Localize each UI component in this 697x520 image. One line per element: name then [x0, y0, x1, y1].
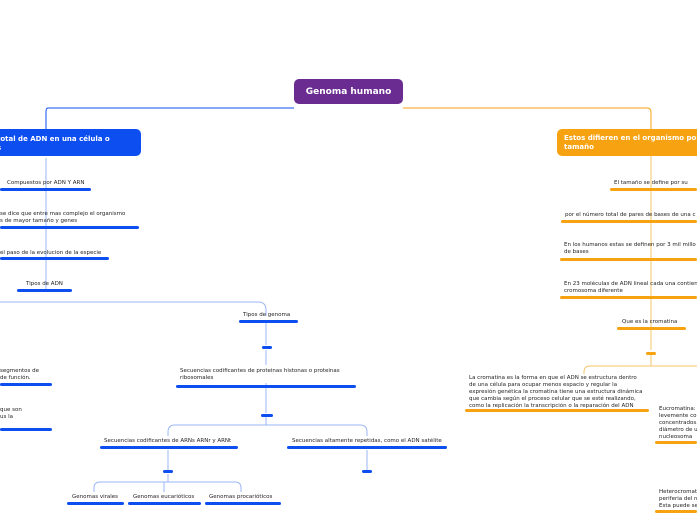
- collapse-handle[interactable]: [261, 414, 273, 417]
- subtopic-compuestos[interactable]: Compuestos por ADN Y ARN: [7, 180, 85, 186]
- subtopic-underline: [205, 502, 281, 505]
- subtopic-secuencias-arns[interactable]: Secuencias codificantes de ARNs ARNr y A…: [104, 438, 232, 444]
- subtopic-cromatina-definicion[interactable]: La cromatina es la forma en que el ADN s…: [469, 375, 643, 409]
- main-topic-left[interactable]: total de ADN en una célula o s: [0, 129, 141, 156]
- subtopic-genomas-virales[interactable]: Genomas virales: [72, 494, 119, 500]
- subtopic-23-moleculas[interactable]: En 23 moléculas de ADN lineal cada una c…: [564, 281, 697, 294]
- subtopic-underline: [0, 383, 52, 386]
- subtopic-que-es-cromatina[interactable]: Que es la cromatina: [622, 319, 678, 325]
- subtopic-evolucion[interactable]: el paso de la evolucion de la especie: [0, 250, 102, 256]
- subtopic-underline: [239, 320, 298, 323]
- subtopic-secuencias-proteinas[interactable]: Secuencias codificantes de proteinas his…: [180, 368, 340, 381]
- subtopic-genomas-procarioticos[interactable]: Genomas procarióticos: [209, 494, 273, 500]
- subtopic-underline: [655, 510, 697, 513]
- main-topic-right[interactable]: Estos difieren en el organismo por tamañ…: [557, 129, 697, 156]
- subtopic-humanos-millones[interactable]: En los humanos estas se definen por 3 mi…: [564, 242, 696, 255]
- subtopic-que-son[interactable]: que son us la: [0, 407, 22, 420]
- subtopic-tipos-genoma[interactable]: Tipos de genoma: [243, 312, 291, 318]
- main-topic-right-label: Estos difieren en el organismo por tamañ…: [564, 134, 697, 151]
- subtopic-underline: [560, 296, 697, 299]
- collapse-handle[interactable]: [646, 352, 656, 355]
- subtopic-underline: [67, 502, 124, 505]
- subtopic-underline: [17, 289, 72, 292]
- subtopic-underline: [128, 502, 201, 505]
- root-node[interactable]: Genoma humano: [294, 79, 403, 104]
- subtopic-underline: [610, 188, 697, 191]
- collapse-handle[interactable]: [262, 346, 272, 349]
- subtopic-genomas-eucarioticos[interactable]: Genomas eucarióticos: [133, 494, 195, 500]
- subtopic-complejidad[interactable]: se dice que entre mas complejo el organi…: [0, 211, 126, 224]
- subtopic-tamano-define[interactable]: El tamaño se define por su: [614, 180, 688, 186]
- subtopic-underline: [465, 409, 649, 412]
- collapse-handle[interactable]: [163, 470, 173, 473]
- subtopic-pares-bases[interactable]: por el número total de pares de bases de…: [565, 212, 696, 218]
- subtopic-underline: [617, 327, 686, 330]
- subtopic-underline: [560, 258, 697, 261]
- subtopic-underline: [0, 257, 109, 260]
- subtopic-underline: [0, 428, 52, 431]
- subtopic-underline: [0, 188, 91, 191]
- subtopic-underline: [0, 226, 139, 229]
- subtopic-underline: [176, 385, 356, 388]
- subtopic-underline: [561, 220, 697, 223]
- subtopic-eucromatina[interactable]: Eucromatina: levemente co concentrados. …: [659, 406, 697, 440]
- collapse-handle[interactable]: [362, 470, 372, 473]
- subtopic-secuencias-repetidas[interactable]: Secuencias altamente repetidas, como el …: [292, 438, 442, 444]
- subtopic-tipos-adn[interactable]: Tipos de ADN: [26, 281, 63, 287]
- main-topic-left-label: total de ADN en una célula o s: [0, 135, 110, 152]
- subtopic-heterocromatina[interactable]: Heterocromat periferia del n Esta puede …: [659, 489, 697, 509]
- subtopic-underline: [100, 446, 238, 449]
- subtopic-underline: [655, 441, 697, 444]
- subtopic-underline: [287, 446, 447, 449]
- subtopic-segmentos[interactable]: segmentos de de función.: [0, 368, 39, 381]
